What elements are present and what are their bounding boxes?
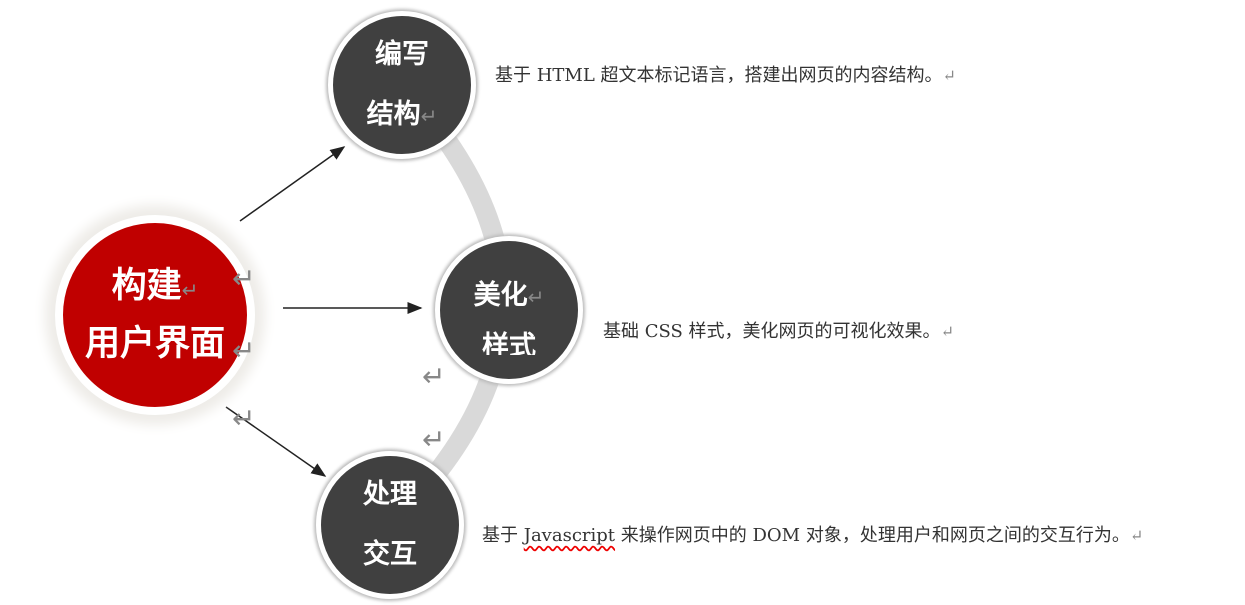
structure-description: 基于 HTML 超文本标记语言，搭建出网页的内容结构。↵	[495, 61, 956, 87]
node-structure-line1: 编写	[375, 38, 429, 70]
paragraph-mark-icon: ↵	[232, 262, 256, 295]
spellcheck-word[interactable]: Javascript	[523, 525, 616, 546]
arrow-to-structure	[239, 146, 346, 222]
paragraph-mark-icon: ↵	[422, 360, 446, 393]
paragraph-mark-icon: ↵	[181, 278, 199, 302]
paragraph-mark-icon: ↵	[420, 103, 438, 128]
node-style: 美化↵ 样式	[435, 236, 583, 384]
node-style-line1: 美化	[473, 279, 528, 311]
node-structure: 编写 结构↵	[328, 11, 476, 159]
paragraph-mark-icon: ↵	[232, 402, 256, 435]
node-style-line2: 样式	[482, 330, 536, 355]
style-description: 基础 CSS 样式，美化网页的可视化效果。↵	[603, 317, 954, 343]
description-text: 基础 CSS 样式，美化网页的可视化效果。	[603, 321, 941, 342]
center-line2: 用户界面	[84, 324, 225, 364]
description-text: 来操作网页中的 DOM 对象，处理用户和网页之间的交互行为。	[615, 525, 1130, 546]
arrow-to-interaction	[225, 406, 327, 477]
node-interaction-line1: 处理	[363, 479, 417, 510]
paragraph-mark-icon: ↵	[1129, 526, 1144, 545]
paragraph-mark-icon: ↵	[940, 322, 954, 341]
description-text: 基于	[482, 525, 524, 546]
paragraph-mark-icon: ↵	[422, 423, 446, 456]
center-node-build-ui: 构建↵ 用户界面	[55, 215, 255, 415]
paragraph-mark-icon: ↵	[232, 334, 256, 367]
center-line1: 构建	[111, 266, 182, 306]
description-text: 基于 HTML 超文本标记语言，搭建出网页的内容结构。	[495, 65, 943, 86]
paragraph-mark-icon: ↵	[942, 66, 956, 85]
paragraph-mark-icon: ↵	[527, 284, 545, 309]
node-interaction: 处理 交互	[316, 451, 464, 599]
interaction-description: 基于 Javascript 来操作网页中的 DOM 对象，处理用户和网页之间的交…	[482, 521, 1143, 547]
node-structure-line2: 结构	[366, 98, 421, 130]
node-interaction-line2: 交互	[363, 539, 417, 570]
